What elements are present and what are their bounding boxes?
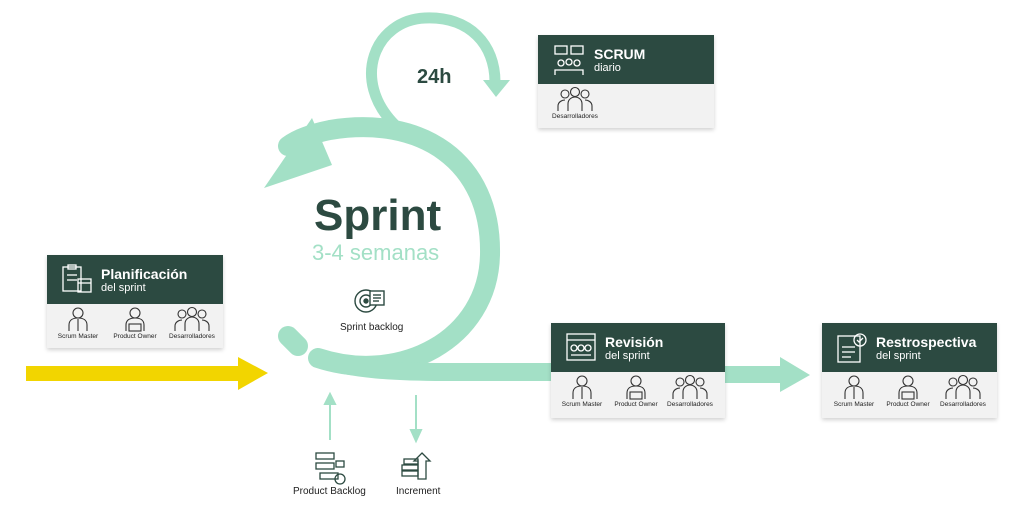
role-label: Product Owner <box>886 401 930 408</box>
sprint-backlog-label: Sprint backlog <box>340 322 404 333</box>
increment-arrow <box>409 395 423 444</box>
role-label: Scrum Master <box>57 333 99 340</box>
role-product-owner: Product Owner <box>104 306 166 340</box>
review-card-subtitle: del sprint <box>605 350 650 362</box>
planning-card-title: Planificación <box>101 266 188 282</box>
scrum-master-icon <box>572 375 592 399</box>
product-backlog-label: Product Backlog <box>293 486 366 497</box>
role-label: Desarrolladores <box>667 401 713 408</box>
role-scrum-master: Scrum Master <box>551 374 613 408</box>
sprint-backlog-icon <box>354 289 385 313</box>
role-label: Desarrolladores <box>552 113 598 120</box>
daily-cycle-label: 24h <box>417 66 452 88</box>
scrum-master-icon <box>68 307 88 331</box>
retrospective-card-subtitle: del sprint <box>876 350 921 362</box>
sprint-loop <box>278 12 561 381</box>
role-label: Scrum Master <box>561 401 603 408</box>
developers-icon <box>557 86 593 111</box>
planning-card: Planificación del sprint Scrum Master Pr… <box>47 255 223 348</box>
increment-icon <box>401 452 432 480</box>
planning-card-subtitle: del sprint <box>101 282 146 294</box>
daily-loop-arrowhead <box>483 80 510 97</box>
role-scrum-master: Scrum Master <box>47 306 109 340</box>
role-product-owner: Product Owner <box>605 374 667 408</box>
planning-icon <box>62 264 92 293</box>
developers-icon <box>945 374 981 399</box>
product-owner-icon <box>626 375 646 400</box>
role-developers: Desarrolladores <box>932 374 994 408</box>
role-developers: Desarrolladores <box>659 374 721 408</box>
scrum-card-subtitle: diario <box>594 62 621 74</box>
sprint-duration: 3-4 semanas <box>312 240 440 265</box>
meeting-icon <box>554 45 584 75</box>
product-owner-icon <box>898 375 918 400</box>
role-developers: Desarrolladores <box>544 86 606 120</box>
role-label: Product Owner <box>614 401 658 408</box>
product-backlog-icon <box>315 452 346 485</box>
product-owner-icon <box>125 307 145 332</box>
developers-icon <box>174 306 210 331</box>
scrum-master-icon <box>844 375 864 399</box>
role-label: Desarrolladores <box>940 401 986 408</box>
developers-icon <box>672 374 708 399</box>
sprint-title: Sprint <box>314 191 442 240</box>
role-label: Scrum Master <box>833 401 875 408</box>
scrum-card: SCRUM diario Desarrolladores <box>538 35 714 128</box>
review-card-title: Revisión <box>605 334 664 350</box>
retrospective-card-title: Restrospectiva <box>876 334 977 350</box>
role-scrum-master: Scrum Master <box>823 374 885 408</box>
retrospective-icon <box>837 333 867 363</box>
sprint-loop-arrowhead <box>264 118 332 188</box>
role-product-owner: Product Owner <box>877 374 939 408</box>
role-label: Product Owner <box>113 333 157 340</box>
role-developers: Desarrolladores <box>161 306 223 340</box>
review-card: Revisión del sprint Scrum Master Product… <box>551 323 725 418</box>
role-label: Desarrolladores <box>169 333 215 340</box>
review-icon <box>566 333 596 361</box>
increment-label: Increment <box>396 486 441 497</box>
input-arrow <box>26 357 268 390</box>
review-to-retro-arrow <box>722 357 810 392</box>
product-backlog-arrow <box>323 391 337 440</box>
retrospective-card: Restrospectiva del sprint Scrum Master P… <box>822 323 997 418</box>
scrum-card-title: SCRUM <box>594 46 646 62</box>
